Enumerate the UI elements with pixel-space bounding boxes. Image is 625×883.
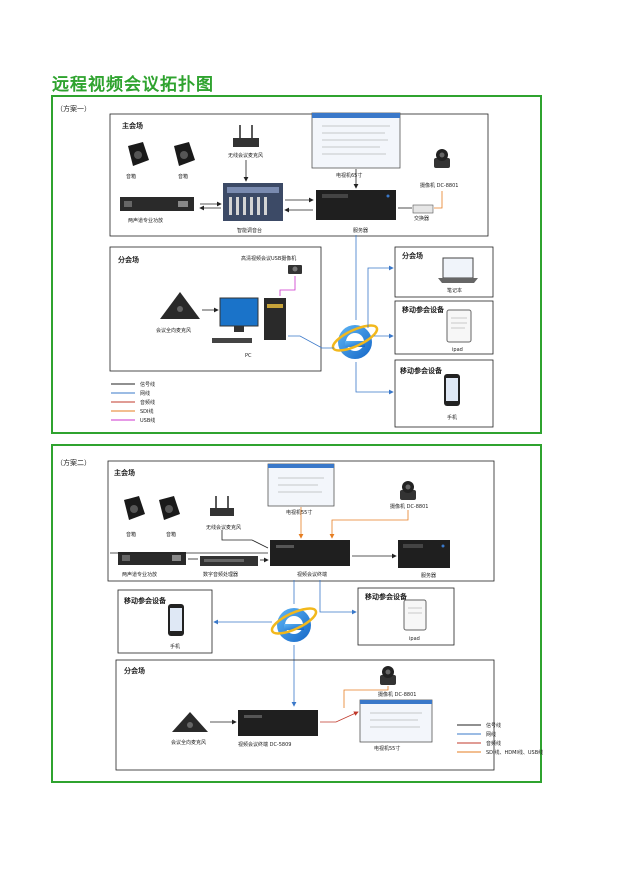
- s2-server-label: 服务器: [421, 572, 436, 579]
- s1-mobile1-label: 移动参会设备: [402, 305, 445, 314]
- s2-ipad-label: ipad: [409, 636, 420, 642]
- scheme1-label: （方案一）: [56, 104, 91, 113]
- s1-ipad-label: ipad: [452, 347, 463, 353]
- s2-server-icon: [398, 540, 450, 568]
- s2-tv-icon: [267, 463, 335, 507]
- s1-pc-icon: [212, 297, 286, 343]
- s2-wireless-mic-icon: [210, 496, 234, 516]
- s1-branch-box: [109, 246, 322, 372]
- s2-camera-icon: [400, 481, 416, 500]
- s2-branch-terminal-icon: [238, 710, 318, 736]
- s2-branch-box: [115, 659, 495, 771]
- internet-explorer-icon: [331, 324, 379, 359]
- s1-amplifier-icon: [120, 197, 194, 211]
- s2-branch-camera-icon: [380, 666, 396, 685]
- s2-branch-tv-label: 电视机55寸: [374, 745, 400, 752]
- s1-mic-label: 会议全向麦克风: [156, 327, 191, 334]
- s2-branch-mic-icon: [172, 712, 208, 732]
- s2-legend-2: 音频线: [486, 740, 501, 747]
- s1-right-branch-box: [394, 246, 494, 298]
- s2-branch-camera-label: 摄像机 DC-8801: [378, 691, 416, 698]
- s1-mobile2-box: [394, 359, 494, 428]
- s1-server-label: 服务器: [353, 227, 368, 234]
- s2-branch-mic-label: 会议全向麦克风: [171, 739, 206, 746]
- s1-conference-mic-icon: [160, 292, 200, 319]
- s1-phone-icon: [444, 374, 460, 406]
- s2-ipad-icon: [403, 599, 427, 631]
- s1-speaker2-label: 音箱: [178, 173, 188, 180]
- s1-ipad-icon: [446, 309, 472, 343]
- s1-mobile2-label: 移动参会设备: [400, 366, 443, 375]
- s1-mixer-icon: [223, 183, 283, 221]
- s1-branch-label: 分会场: [118, 255, 139, 264]
- s2-branch-label: 分会场: [124, 666, 145, 675]
- s1-right-branch-label: 分会场: [402, 251, 423, 260]
- s2-speaker-icon: [124, 496, 145, 520]
- s1-tv-label: 电视机65寸: [336, 172, 362, 179]
- s2-phone-label: 手机: [170, 643, 180, 650]
- s1-legend-4: USB线: [140, 417, 155, 424]
- internet-explorer-icon: [270, 607, 318, 642]
- s2-branch-terminal-label: 视频会议终端 DC-5809: [238, 741, 291, 748]
- s1-pc-label: PC: [245, 353, 252, 359]
- s2-dsp-icon: [200, 556, 258, 566]
- s1-legend-1: 网线: [140, 390, 150, 397]
- s2-mobile-right-box: [357, 587, 455, 646]
- s1-legend-3: SDI线: [140, 408, 154, 415]
- s1-amp-label: 两声道专业功放: [128, 217, 163, 224]
- s1-main-box: [109, 113, 489, 237]
- s2-branch-tv-icon: [359, 699, 433, 743]
- s2-amp-label: 两声道专业功放: [122, 571, 157, 578]
- s2-legend-1: 网线: [486, 731, 496, 738]
- s2-terminal-icon: [270, 540, 350, 566]
- s1-switch-icon: [412, 204, 434, 214]
- scheme2-frame: [51, 444, 542, 783]
- scheme1-frame: [51, 95, 542, 434]
- s2-camera-label: 摄像机 DC-8801: [390, 503, 428, 510]
- s1-laptop-icon: [438, 257, 478, 283]
- s1-usb-cam-label: 高清视频会议USB摄像机: [241, 255, 296, 262]
- s2-mobile-left-label: 移动参会设备: [124, 596, 167, 605]
- s2-legend: 信号线 网线 音频线 SDI线、HDMI线、USB线: [457, 722, 543, 756]
- s1-server-icon: [316, 190, 396, 220]
- s1-main-label: 主会场: [122, 121, 143, 130]
- s1-legend-0: 信号线: [140, 381, 155, 388]
- s1-phone-label: 手机: [447, 414, 457, 421]
- s2-terminal-label: 视频会议终端: [297, 571, 327, 578]
- s1-speaker-icon: [128, 142, 149, 166]
- s1-speaker1-label: 音箱: [126, 173, 136, 180]
- s2-legend-3: SDI线、HDMI线、USB线: [486, 749, 543, 756]
- s2-mobile-left-box: [117, 589, 213, 654]
- s2-legend-0: 信号线: [486, 722, 501, 729]
- s2-dsp-label: 数字音频处理器: [203, 571, 238, 578]
- s2-speaker1-label: 音箱: [126, 531, 136, 538]
- s1-wireless-mic-label: 无线会议麦克风: [228, 152, 263, 159]
- s1-usb-camera-icon: [288, 265, 302, 274]
- s1-tv-icon: [311, 112, 401, 169]
- s2-tv-label: 电视机55寸: [286, 509, 312, 516]
- s2-mobile-right-label: 移动参会设备: [365, 592, 408, 601]
- s1-mobile1-box: [394, 300, 494, 355]
- s2-phone-icon: [168, 604, 184, 636]
- s1-camera-label: 摄像机 DC-8801: [420, 182, 458, 189]
- s1-mixer-label: 智能调音台: [237, 227, 262, 234]
- s2-wireless-mic-label: 无线会议麦克风: [206, 524, 241, 531]
- s2-main-box: [107, 460, 495, 582]
- s2-speaker2-label: 音箱: [166, 531, 176, 538]
- s1-wireless-mic-icon: [233, 125, 259, 147]
- s2-speaker-icon: [159, 496, 180, 520]
- s1-laptop-label: 笔记本: [447, 287, 462, 294]
- s1-speaker-icon: [174, 142, 195, 166]
- s1-legend: 信号线 网线 音频线 SDI线 USB线: [111, 381, 155, 424]
- s1-camera-icon: [434, 149, 450, 168]
- page-title: 远程视频会议拓扑图: [52, 75, 214, 95]
- s2-amplifier-icon: [118, 552, 186, 565]
- s1-switch-label: 交换器: [414, 215, 429, 222]
- scheme2-label: （方案二）: [56, 458, 91, 467]
- s2-main-label: 主会场: [114, 468, 135, 477]
- s1-legend-2: 音频线: [140, 399, 155, 406]
